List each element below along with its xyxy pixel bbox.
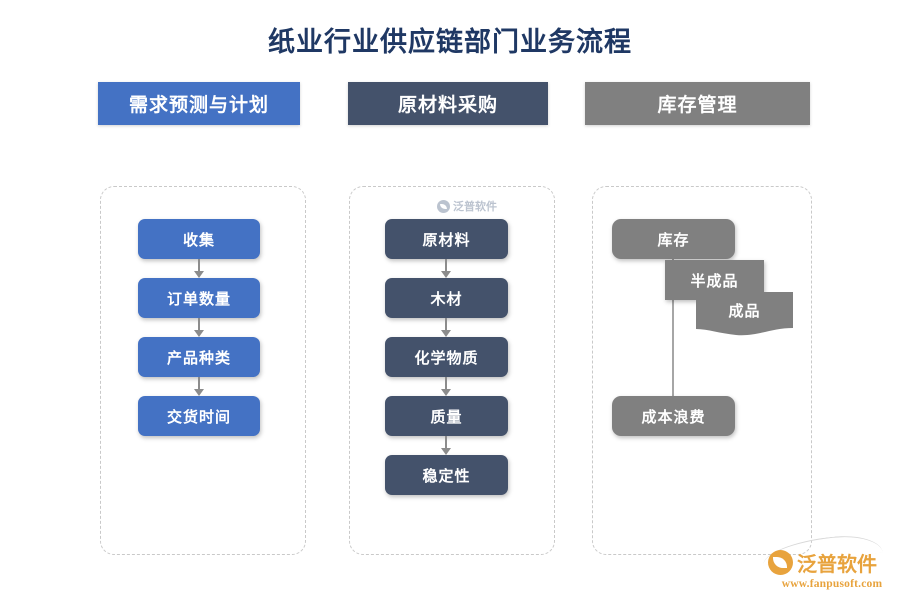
flow-node-label: 成品 bbox=[728, 302, 761, 320]
column-header-inventory-management: 库存管理 bbox=[585, 82, 810, 125]
flow-node-wood[interactable]: 木材 bbox=[385, 278, 508, 318]
page-title: 纸业行业供应链部门业务流程 bbox=[268, 27, 632, 57]
flow-node-label: 质量 bbox=[430, 408, 463, 426]
finished-goods-shape bbox=[696, 292, 793, 336]
flow-node-chemicals[interactable]: 化学物质 bbox=[385, 337, 508, 377]
connector-arrow bbox=[441, 377, 451, 396]
flow-node-cost-waste[interactable]: 成本浪费 bbox=[612, 396, 735, 436]
flow-node-label: 半成品 bbox=[690, 272, 739, 290]
flow-node-finished-goods[interactable]: 成品 bbox=[696, 292, 793, 337]
flow-node-label: 稳定性 bbox=[422, 467, 471, 485]
connector-arrow bbox=[441, 318, 451, 337]
brand-icon bbox=[768, 550, 793, 575]
flow-node-product-category[interactable]: 产品种类 bbox=[138, 337, 260, 377]
flow-node-label: 成本浪费 bbox=[641, 408, 706, 426]
column-header-label: 需求预测与计划 bbox=[128, 95, 269, 116]
flow-node-label: 订单数量 bbox=[166, 290, 231, 308]
brand-logo: 泛普软件 www.fanpusoft.com bbox=[761, 531, 896, 590]
flow-node-label: 原材料 bbox=[422, 231, 471, 249]
flow-node-order-quantity[interactable]: 订单数量 bbox=[138, 278, 260, 318]
brand-name: 泛普软件 bbox=[797, 554, 877, 576]
flow-node-label: 产品种类 bbox=[166, 349, 231, 367]
flow-node-quality[interactable]: 质量 bbox=[385, 396, 508, 436]
column-header-label: 库存管理 bbox=[657, 95, 738, 116]
connector-arrow bbox=[194, 377, 204, 396]
column-header-label: 原材料采购 bbox=[397, 95, 498, 116]
column-header-demand-planning: 需求预测与计划 bbox=[98, 82, 300, 125]
flow-node-raw-material[interactable]: 原材料 bbox=[385, 219, 508, 259]
brand-url: www.fanpusoft.com bbox=[781, 578, 883, 590]
connector-arrow bbox=[441, 259, 451, 278]
flow-node-label: 库存 bbox=[657, 231, 690, 249]
column-header-raw-material-procurement: 原材料采购 bbox=[348, 82, 548, 125]
flow-node-delivery-time[interactable]: 交货时间 bbox=[138, 396, 260, 436]
flow-node-label: 木材 bbox=[430, 290, 463, 308]
flow-node-label: 交货时间 bbox=[166, 408, 231, 426]
flow-node-label: 收集 bbox=[182, 231, 215, 249]
connector-arrow bbox=[441, 436, 451, 455]
connector-arrow bbox=[194, 259, 204, 278]
flow-node-inventory[interactable]: 库存 bbox=[612, 219, 735, 259]
flow-node-collect[interactable]: 收集 bbox=[138, 219, 260, 259]
connector-arrow bbox=[194, 318, 204, 337]
flow-node-stability[interactable]: 稳定性 bbox=[385, 455, 508, 495]
connector-line-inventory-to-cost-waste bbox=[672, 258, 674, 398]
flow-node-label: 化学物质 bbox=[414, 349, 479, 367]
